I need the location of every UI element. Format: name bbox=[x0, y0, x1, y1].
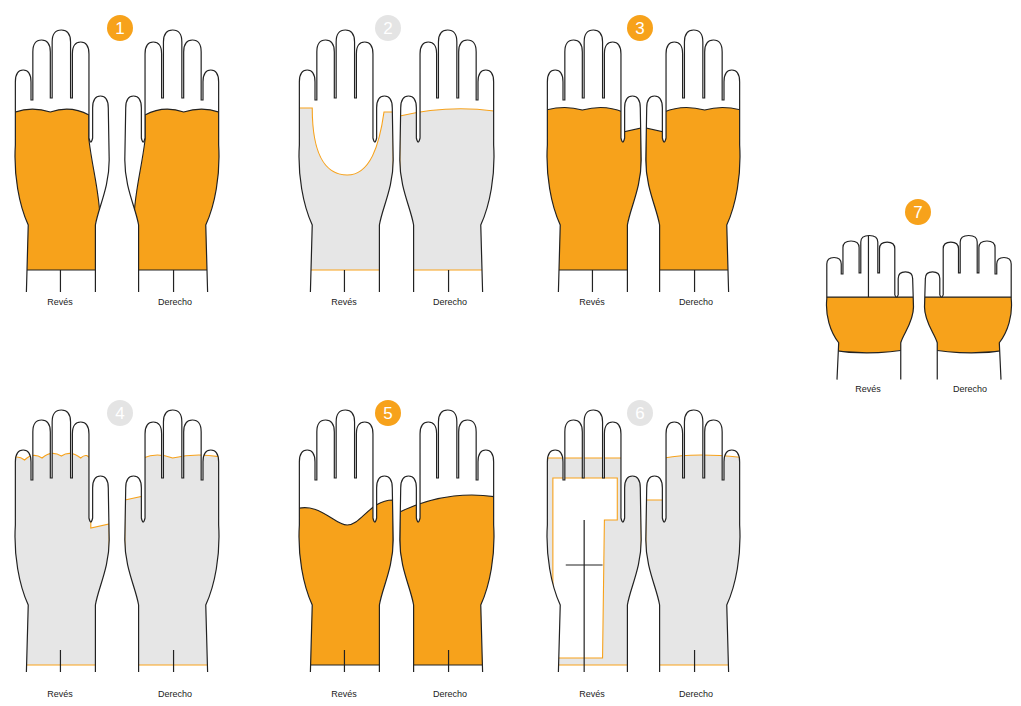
arm-line bbox=[344, 650, 345, 672]
callout-text: 3 bbox=[635, 20, 644, 37]
glove-area bbox=[125, 455, 226, 665]
view-label: Derecho bbox=[140, 297, 210, 308]
hand-outline bbox=[826, 236, 913, 380]
callout-text: 2 bbox=[383, 20, 392, 37]
glove-area bbox=[8, 453, 109, 665]
glove-area bbox=[400, 109, 501, 270]
view-label: Revés bbox=[833, 384, 903, 395]
callout-text: 4 bbox=[115, 405, 124, 422]
hand-outline bbox=[400, 30, 494, 292]
hand-outline bbox=[125, 410, 219, 672]
hand-outline bbox=[400, 410, 494, 672]
hand-derecho bbox=[646, 410, 747, 672]
callout-text: 5 bbox=[383, 405, 392, 422]
hand-derecho bbox=[646, 30, 747, 292]
glove-area bbox=[292, 108, 393, 270]
hand-derecho bbox=[125, 30, 226, 292]
view-label: Derecho bbox=[415, 689, 485, 700]
hand-derecho bbox=[125, 410, 226, 672]
arm-line bbox=[173, 270, 174, 292]
arm-line bbox=[60, 270, 61, 292]
glove-area bbox=[646, 455, 747, 665]
view-label: Revés bbox=[557, 689, 627, 700]
hand-reves bbox=[540, 410, 641, 672]
arm-line bbox=[592, 270, 593, 292]
hand-outline bbox=[15, 30, 109, 292]
arm-line bbox=[448, 270, 449, 292]
hand-reves bbox=[540, 30, 641, 292]
arm-line bbox=[448, 650, 449, 672]
center-line bbox=[584, 520, 585, 672]
view-label: Derecho bbox=[415, 297, 485, 308]
view-label: Derecho bbox=[661, 689, 731, 700]
hand-reves bbox=[292, 410, 393, 672]
hand-outline bbox=[547, 30, 641, 292]
arm-line bbox=[344, 270, 345, 292]
hand-outline bbox=[299, 30, 393, 292]
arm-line bbox=[694, 650, 695, 672]
hand-outline bbox=[125, 30, 219, 292]
arm-line bbox=[60, 650, 61, 672]
hand-outline bbox=[15, 410, 109, 672]
callout-text: 7 bbox=[913, 204, 922, 221]
view-label: Revés bbox=[25, 689, 95, 700]
wrist-band bbox=[820, 297, 914, 353]
callout-number: 4 bbox=[107, 400, 133, 426]
hand-derecho bbox=[925, 236, 1019, 380]
hand-derecho bbox=[400, 410, 501, 672]
hand-reves bbox=[292, 30, 393, 292]
callout-number: 7 bbox=[905, 199, 931, 225]
glove-area bbox=[400, 495, 501, 665]
hand-outline bbox=[646, 410, 740, 672]
callout-number: 6 bbox=[627, 400, 653, 426]
view-label: Revés bbox=[25, 297, 95, 308]
view-label: Derecho bbox=[935, 384, 1005, 395]
cross-line bbox=[566, 564, 603, 565]
callout-number: 2 bbox=[375, 15, 401, 41]
hand-reves bbox=[8, 30, 109, 292]
view-label: Derecho bbox=[661, 297, 731, 308]
hand-reves bbox=[820, 236, 914, 380]
hand-outline bbox=[646, 30, 740, 292]
arm-line bbox=[173, 650, 174, 672]
callout-text: 1 bbox=[115, 20, 124, 37]
callout-text: 6 bbox=[635, 405, 644, 422]
callout-number: 1 bbox=[107, 15, 133, 41]
view-label: Derecho bbox=[140, 689, 210, 700]
center-line bbox=[868, 236, 869, 298]
view-label: Revés bbox=[309, 297, 379, 308]
hand-outline bbox=[547, 410, 641, 672]
view-label: Revés bbox=[557, 297, 627, 308]
callout-number: 5 bbox=[375, 400, 401, 426]
hand-derecho bbox=[400, 30, 501, 292]
glove-area bbox=[540, 107, 641, 270]
callout-number: 3 bbox=[627, 15, 653, 41]
wrist-band bbox=[925, 297, 1019, 353]
glove-area bbox=[540, 458, 641, 665]
hand-reves bbox=[8, 410, 109, 672]
glove-area bbox=[292, 500, 393, 665]
glove-area bbox=[646, 107, 747, 270]
arm-line bbox=[694, 270, 695, 292]
hand-outline bbox=[299, 410, 393, 672]
view-label: Revés bbox=[309, 689, 379, 700]
hand-outline bbox=[925, 236, 1012, 380]
